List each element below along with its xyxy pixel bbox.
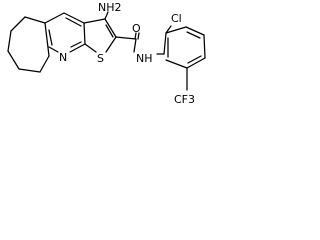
bond: [163, 32, 167, 55]
oxygen-label: O: [132, 22, 141, 35]
bond: [83, 22, 86, 45]
bond: [134, 32, 137, 40]
bond: [7, 30, 12, 52]
bond: [186, 31, 201, 39]
bond: [104, 18, 117, 38]
bond: [105, 24, 114, 38]
bond: [187, 55, 202, 64]
bond: [115, 36, 137, 40]
amide-nitrogen-label: NH: [136, 52, 153, 65]
bond: [24, 16, 46, 24]
bond: [70, 41, 82, 48]
bonds: [7, 11, 206, 91]
bond: [44, 22, 50, 57]
trifluoromethyl-label: CF3: [174, 93, 195, 106]
bond: [165, 26, 187, 34]
bond: [84, 43, 97, 53]
bond: [48, 46, 59, 53]
bond: [104, 11, 109, 20]
bond: [48, 29, 53, 46]
bond: [133, 38, 137, 53]
amine-label: NH2: [98, 1, 122, 14]
bond: [7, 50, 20, 70]
pyridine-nitrogen-label: N: [59, 51, 67, 64]
bond: [137, 32, 140, 40]
bond: [105, 36, 117, 53]
bond: [44, 12, 65, 24]
chlorine-label: Cl: [171, 12, 182, 25]
bond: [83, 18, 106, 24]
bond: [18, 68, 41, 73]
bond: [185, 26, 205, 36]
bond: [186, 57, 206, 69]
bond: [10, 16, 26, 32]
bond: [39, 55, 50, 73]
bond: [69, 43, 86, 53]
bond: [165, 59, 188, 69]
structure-diagram: NH2 Cl N S O NH CF3: [7, 1, 206, 106]
bond: [63, 12, 85, 24]
bond: [203, 34, 206, 59]
bond: [165, 25, 172, 34]
atom-labels: NH2 Cl N S O NH CF3: [59, 1, 195, 106]
sulfur-label: S: [97, 52, 104, 65]
bond: [65, 17, 82, 27]
